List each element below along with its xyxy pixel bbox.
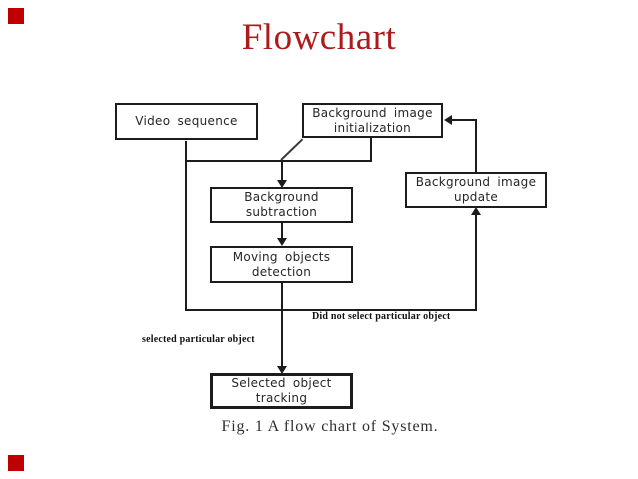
- decor-red-square-bottom-left: [8, 455, 24, 471]
- arrow-line-to-moving-objects-detection: [281, 223, 283, 240]
- node-label: Moving objects: [232, 249, 331, 264]
- arrowhead-up-into-update-icon: [471, 207, 481, 215]
- node-moving-objects-detection: Moving objects detection: [210, 246, 353, 283]
- node-selected-object-tracking: Selected object tracking: [210, 373, 353, 409]
- node-label: Selected object: [231, 376, 332, 390]
- arrowhead-left-into-initialization-icon: [444, 115, 452, 125]
- arrowhead-down-into-tracking-icon: [277, 366, 287, 374]
- node-label: subtraction: [245, 205, 318, 219]
- node-background-image-initialization: Background image initialization: [302, 103, 443, 138]
- line-update-to-initialization-vertical: [475, 119, 477, 174]
- arrowhead-down-into-subtraction-icon: [277, 180, 287, 188]
- node-label: Background: [244, 190, 319, 204]
- line-initialization-down: [370, 138, 372, 162]
- node-label: Background image: [312, 105, 433, 120]
- arrow-line-to-initialization-horizontal: [450, 119, 477, 121]
- edge-label-selected: selected particular object: [142, 334, 255, 345]
- node-label: update: [453, 190, 499, 204]
- node-label: detection: [251, 264, 312, 279]
- node-label: initialization: [333, 120, 412, 135]
- node-background-subtraction: Background subtraction: [210, 187, 353, 223]
- decor-red-square-top-left: [8, 8, 24, 24]
- node-video-sequence: Video sequence: [115, 103, 258, 140]
- node-label: Background image: [415, 175, 537, 189]
- arrow-line-to-selected-object-tracking: [281, 283, 283, 367]
- node-label: Video sequence: [135, 114, 238, 128]
- edge-label-did-not-select: Did not select particular object: [312, 311, 451, 322]
- arrowhead-down-into-detection-icon: [277, 238, 287, 246]
- node-background-image-update: Background image update: [405, 172, 547, 208]
- node-label: tracking: [255, 391, 308, 405]
- arrow-line-to-background-image-update: [475, 214, 477, 310]
- arrow-line-to-background-subtraction: [281, 161, 283, 181]
- figure-caption: Fig. 1 A flow chart of System.: [221, 418, 439, 435]
- slide-title: Flowchart: [241, 17, 397, 58]
- line-junction-horizontal: [185, 160, 372, 162]
- line-feedback-horizontal: [185, 309, 477, 311]
- line-video-sequence-down: [185, 141, 187, 311]
- line-diagonal-connector: [280, 138, 304, 161]
